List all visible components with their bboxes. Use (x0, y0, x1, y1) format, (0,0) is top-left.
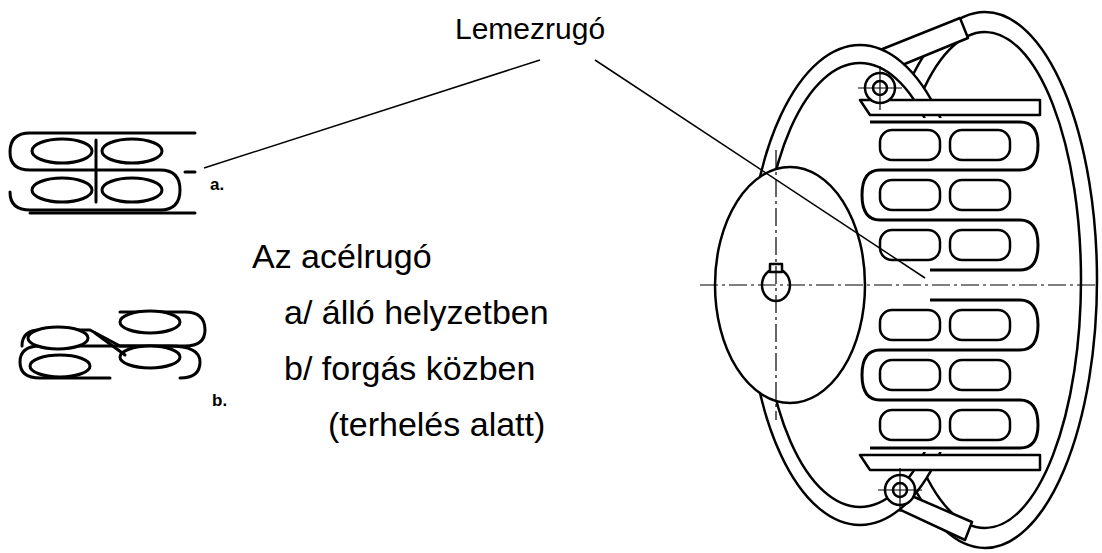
part-name: Lemezrugó (455, 12, 605, 45)
leader-line (204, 60, 925, 278)
steel-spring-coupling (715, 12, 1097, 548)
spring-standing (10, 133, 195, 213)
caption-line: a/ álló helyzetben (284, 294, 549, 331)
caption-line: Az acélrugó (252, 238, 432, 275)
caption-line: b/ forgás közben (284, 350, 535, 387)
spring-loaded (20, 311, 205, 378)
figure-letter: a. (210, 176, 224, 195)
caption-line: (terhelés alatt) (328, 406, 545, 443)
figure-letter: b. (212, 392, 227, 411)
